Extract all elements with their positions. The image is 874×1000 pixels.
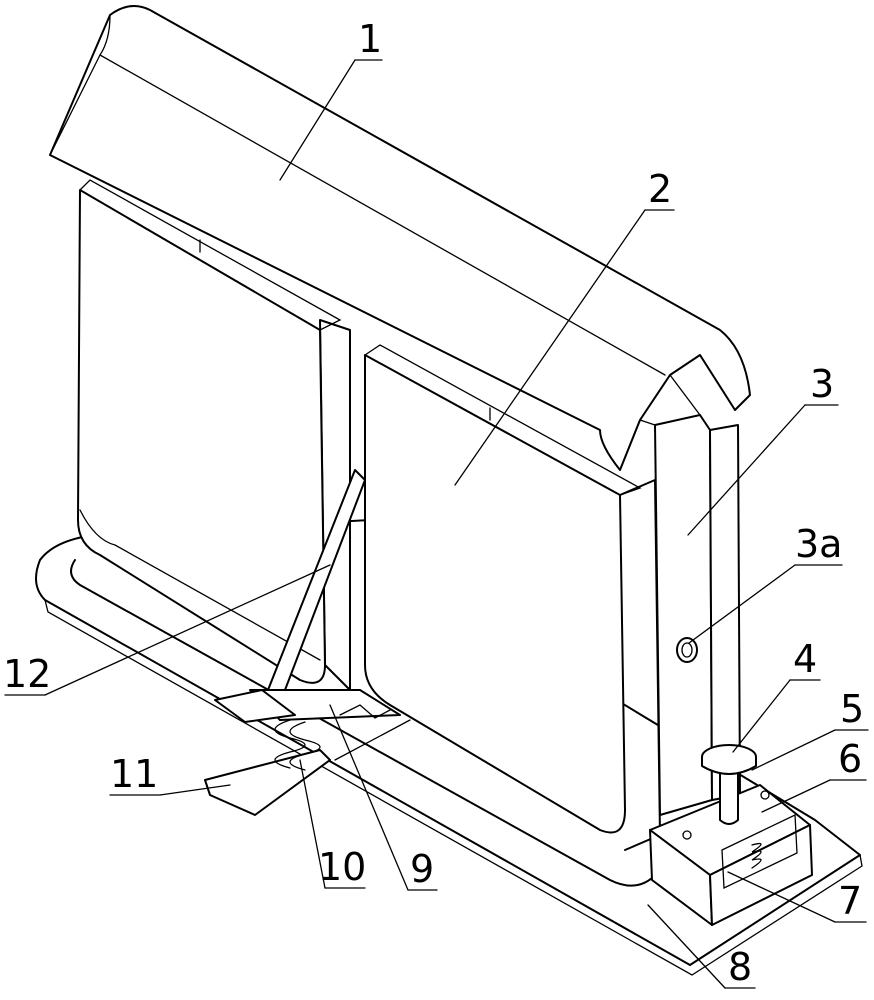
label-6: 6: [838, 737, 862, 781]
right-column: [654, 414, 741, 816]
label-12: 12: [3, 652, 51, 696]
lock-box: [649, 784, 813, 926]
label-11: 11: [110, 752, 158, 796]
leader-lines: [4, 59, 869, 989]
label-1: 1: [358, 17, 382, 61]
plunger-knob: [701, 744, 757, 825]
label-7: 7: [838, 879, 862, 923]
label-4: 4: [793, 637, 817, 681]
roof-cover: [49, 5, 751, 471]
label-3: 3: [810, 362, 834, 406]
label-10: 10: [318, 845, 366, 889]
label-2: 2: [648, 167, 672, 211]
label-3a: 3a: [795, 522, 842, 566]
label-9: 9: [410, 847, 434, 891]
label-8: 8: [728, 945, 752, 989]
rear-door-panel: [77, 179, 342, 684]
label-5: 5: [840, 687, 864, 731]
pedal-assembly: [204, 689, 411, 816]
